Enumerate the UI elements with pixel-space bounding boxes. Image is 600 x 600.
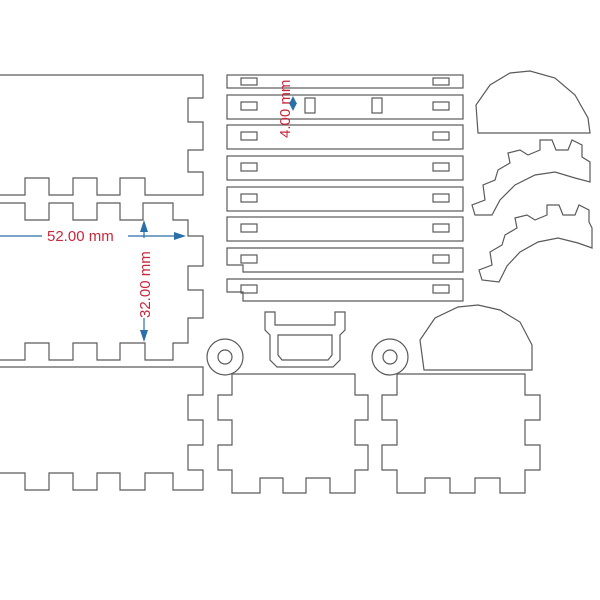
panel-bottom-center-right — [381, 373, 541, 494]
panel-top-left — [0, 74, 204, 196]
strip-group — [226, 74, 464, 302]
panel-bottom-center-left — [217, 373, 369, 494]
gear-arc-2 — [478, 204, 593, 283]
width-dimension — [0, 232, 186, 240]
height-label: 32.00 mm — [137, 251, 154, 318]
ring-left-outer — [206, 338, 244, 376]
ring-left-hole — [217, 349, 233, 365]
thickness-dimension — [289, 96, 297, 111]
ring-right-hole — [382, 349, 398, 365]
gear-arc-1 — [471, 139, 591, 216]
dome-bottom — [419, 304, 533, 371]
height-dimension — [140, 220, 148, 342]
dome-top — [475, 70, 591, 134]
ring-right-outer — [371, 338, 409, 376]
thickness-label: 4.00 mm — [277, 80, 294, 138]
u-bracket — [264, 311, 346, 368]
width-label: 52.00 mm — [47, 228, 114, 245]
panel-middle-left — [0, 202, 204, 361]
panel-bottom-left — [0, 366, 204, 491]
